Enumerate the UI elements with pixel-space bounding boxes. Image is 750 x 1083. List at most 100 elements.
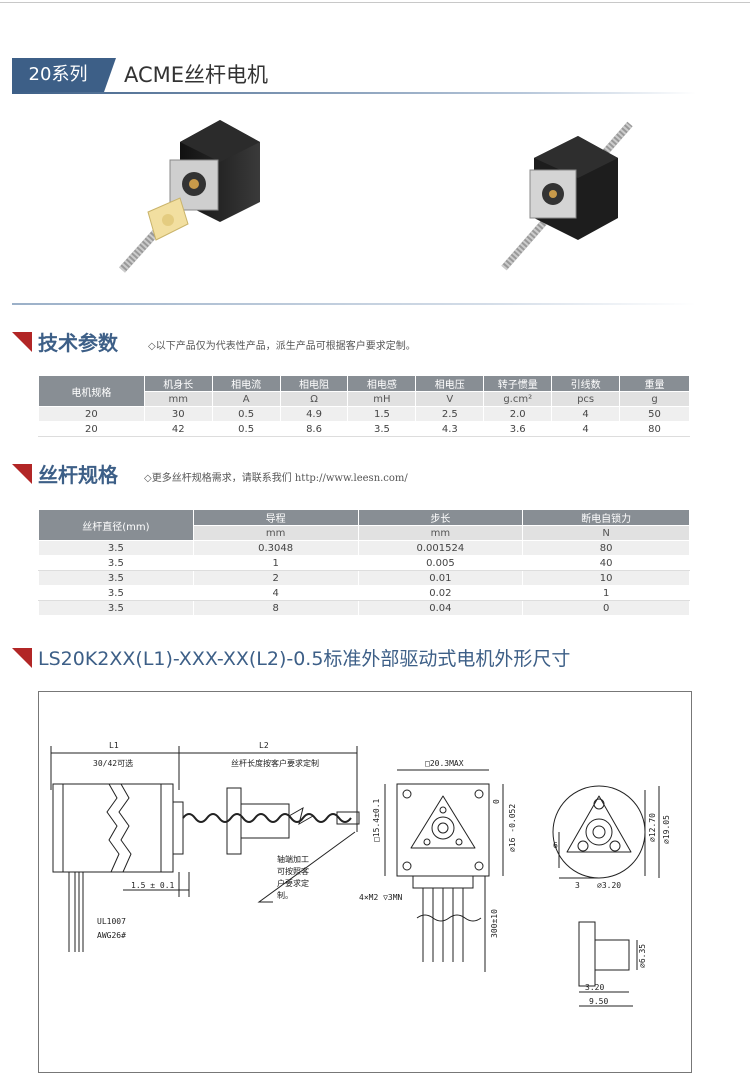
table-cell: 4 [551,406,621,422]
table-cell: 30 [143,406,213,422]
table-cell: 3.5 [347,421,417,437]
tech-unit-cell: g.cm² [483,391,553,407]
shaft-note-4: 制。 [277,890,293,900]
dim-20-3: □20.3MAX [425,759,464,768]
table-row: 3.5 8 0.04 0 [38,600,690,616]
table-cell: 20 [38,421,145,437]
screw-header-cell: 导程 [192,509,359,526]
table-cell: 0 [522,600,690,616]
tech-header-cell: 相电流 [211,375,281,392]
top-divider [0,2,750,3]
dim-19-05: ⌀19.05 [662,815,671,844]
table-cell: 20 [38,406,145,422]
screw-unit-cell: mm [192,525,359,541]
table-cell: 3.5 [38,585,194,601]
table-row: 3.5 1 0.005 40 [38,555,690,571]
tech-unit-cell: mm [143,391,213,407]
screw-spec-table: 丝杆直径(mm) 导程 步长 断电自锁力 mm mm N 3.5 0.3048 … [38,509,690,616]
table-cell: 10 [522,570,690,586]
tech-unit-cell: Ω [279,391,349,407]
dim-l2: L2 [259,741,269,750]
dim-l2-note: 丝杆长度按客户要求定制 [231,758,319,768]
screw-header-cell: 断电自锁力 [522,509,690,526]
table-cell: 4 [551,421,621,437]
heading-marker [12,648,32,668]
dim-3-20a: ⌀3.20 [597,881,621,890]
wire-spec-2: AWG26# [97,931,126,940]
shaft-note-3: 户要求定 [277,878,309,888]
tech-header-cell: 重量 [619,375,690,392]
dim-6-35: ⌀6.35 [638,944,647,968]
tech-header-cell: 转子惯量 [483,375,553,392]
table-cell: 0.5 [211,406,281,422]
dimension-drawing: L1 L2 30/42可选 丝杆长度按客户要求定制 1.5 ± 0.1 UL10… [38,691,692,1073]
dim-15-40: □15.4±0.1 [372,798,381,842]
table-row: 3.5 0.3048 0.001524 80 [38,540,690,556]
motor-screw-image [501,121,633,271]
screw-unit-cell: mm [357,525,524,541]
table-cell: 2.0 [483,406,553,422]
tech-params-note: ◇以下产品仅为代表性产品，派生产品可根据客户要求定制。 [148,341,416,352]
table-cell: 4.9 [279,406,349,422]
tech-unit-cell: g [619,391,690,407]
screw-spec-heading: 丝杆规格 ◇更多丝杆规格需求，请联系我们 http://www.leesn.co… [12,462,712,492]
table-cell: 0.005 [357,555,524,571]
photo-separator [12,303,696,305]
dim-lead-length: 300±10 [490,909,499,938]
table-cell: 50 [619,406,690,422]
table-cell: 2 [192,570,359,586]
dim-3: 3 [575,881,580,890]
table-row: 3.5 4 0.02 1 [38,585,690,601]
table-row: 20 30 0.5 4.9 1.5 2.5 2.0 4 50 [38,406,690,422]
dim-1-5: 1.5 ± 0.1 [131,881,175,890]
table-cell: 1 [522,585,690,601]
table-cell: 0.001524 [357,540,524,556]
table-cell: 42 [143,421,213,437]
drawing-heading: LS20K2XX(L1)-XXX-XX(L2)-0.5标准外部驱动式电机外形尺寸 [12,646,712,676]
tech-header-cell: 相电感 [347,375,417,392]
wire-spec-1: UL1007 [97,917,126,926]
screw-header-cell: 丝杆直径(mm) [38,509,194,541]
tech-unit-cell: pcs [551,391,621,407]
tech-header-cell: 相电压 [415,375,485,392]
table-cell: 40 [522,555,690,571]
table-cell: 1.5 [347,406,417,422]
banner-underline [12,92,696,94]
series-title: ACME丝杆电机 [124,63,269,87]
screw-thread-spec: 4×M2 ▽3MN [359,893,403,902]
dim-16: ⌀16 -0.052 [508,804,517,852]
series-banner: 20系列 ACME丝杆电机 [12,58,696,94]
table-cell: 3.5 [38,570,194,586]
screw-spec-title: 丝杆规格 [38,463,118,487]
tech-header-cell: 机身长 [143,375,213,392]
table-cell: 0.3048 [192,540,359,556]
tech-header-cell: 相电阻 [279,375,349,392]
table-cell: 0.01 [357,570,524,586]
screw-spec-note: ◇更多丝杆规格需求，请联系我们 http://www.leesn.com/ [144,473,408,484]
tech-header-cell: 电机规格 [38,375,145,407]
shaft-note-2: 可按照客 [277,866,309,876]
table-cell: 8.6 [279,421,349,437]
heading-marker [12,464,32,484]
shaft-note-1: 轴端加工 [277,854,309,864]
table-cell: 0.04 [357,600,524,616]
table-cell: 1 [192,555,359,571]
banner-slant [104,58,116,92]
dim-9-50: 9.50 [589,997,608,1006]
motor-with-nut-image [119,120,260,273]
series-label: 20系列 [12,58,104,92]
dim-l1-note: 30/42可选 [93,758,133,768]
dim-6: 6 [553,841,558,850]
table-row: 3.5 2 0.01 10 [38,570,690,586]
dim-16-upper: 0 [492,799,501,804]
dimension-drawing-svg: L1 L2 30/42可选 丝杆长度按客户要求定制 1.5 ± 0.1 UL10… [50,741,671,1007]
table-cell: 4 [192,585,359,601]
dim-l1: L1 [109,741,119,750]
table-cell: 3.5 [38,555,194,571]
tech-unit-cell: V [415,391,485,407]
table-cell: 3.5 [38,600,194,616]
tech-header-cell: 引线数 [551,375,621,392]
table-row: 20 42 0.5 8.6 3.5 4.3 3.6 4 80 [38,421,690,437]
table-cell: 4.3 [415,421,485,437]
table-cell: 8 [192,600,359,616]
